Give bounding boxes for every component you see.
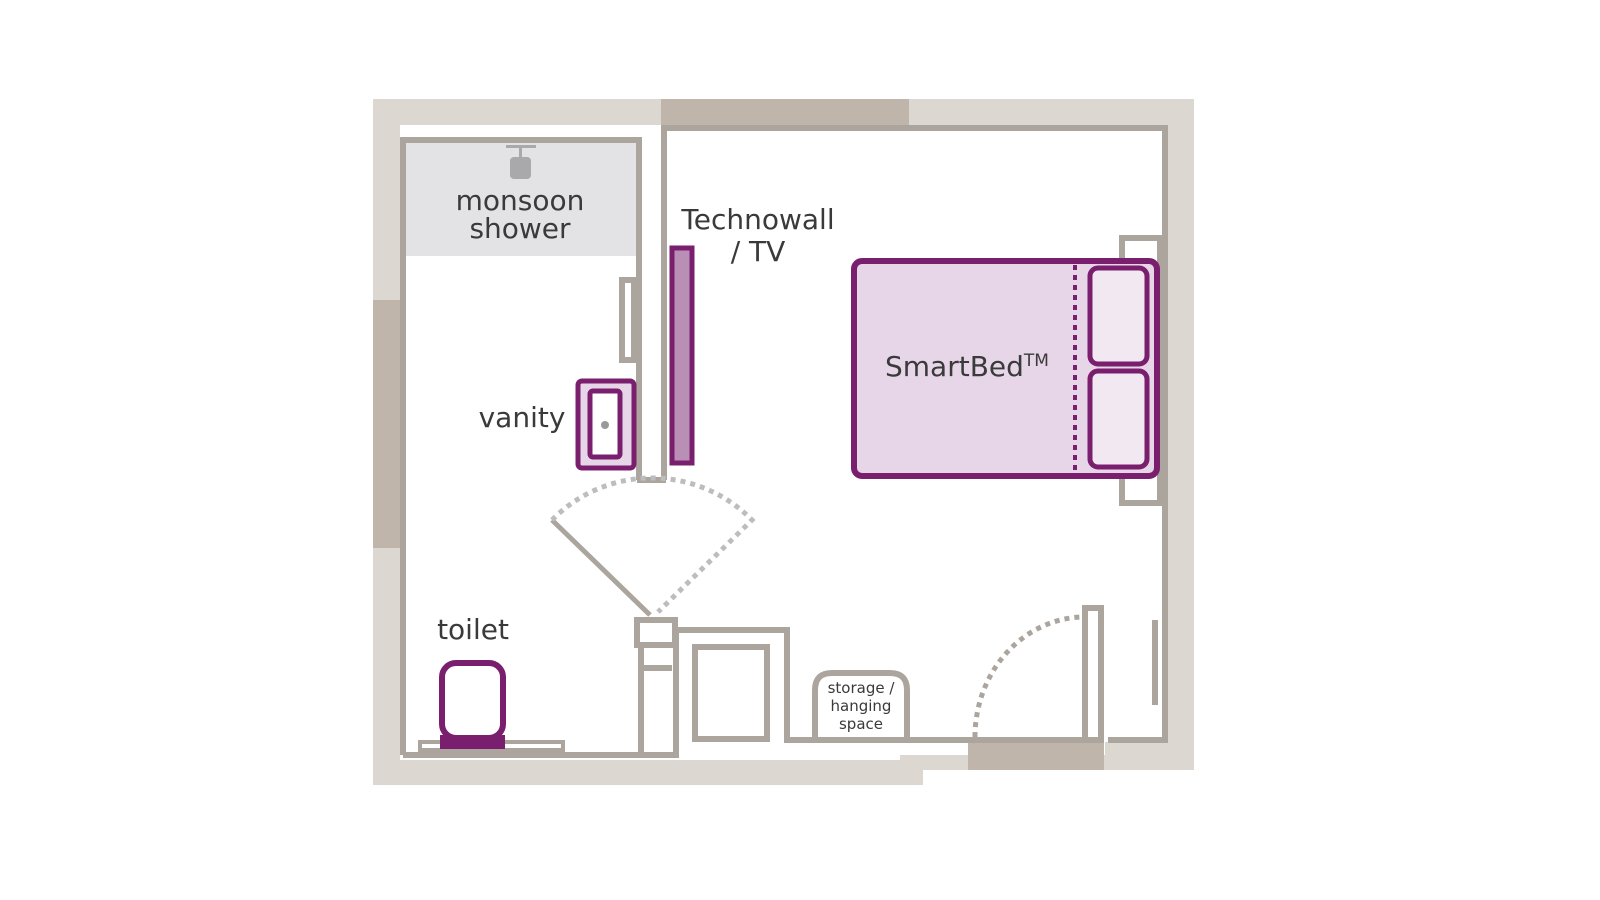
bathroom-door-swing: [550, 475, 756, 614]
shower-head-icon: [506, 145, 536, 179]
smartbed-name: SmartBed: [885, 350, 1024, 383]
wardrobe: [692, 644, 770, 742]
window-left: [373, 300, 401, 548]
bathroom-wall: [400, 137, 642, 755]
toilet-base: [440, 735, 505, 749]
pillow-top: [1087, 265, 1150, 367]
vanity-label: vanity: [479, 401, 566, 434]
shower-label-line2: shower: [469, 212, 571, 245]
pillow-bottom: [1087, 368, 1150, 470]
toilet-label: toilet: [437, 613, 509, 646]
bathroom-door: [550, 518, 652, 617]
technowall-label-line1: Technowall: [680, 203, 834, 236]
entry-door-threshold: [968, 740, 1104, 770]
bathroom-rail: [619, 277, 637, 363]
entry-door-swing: [972, 614, 1083, 738]
smartbed: [851, 258, 1160, 479]
trademark: TM: [1023, 351, 1049, 371]
storage-label-line3: space: [839, 715, 883, 733]
bathroom-bottom-wall: [403, 627, 1100, 758]
bedroom-wall: [661, 125, 1168, 743]
storage-label-line2: hanging: [831, 697, 892, 715]
storage-unit: [812, 670, 910, 740]
entry-door: [1082, 605, 1104, 743]
tap-icon: [601, 421, 609, 429]
shower-label-line1: monsoon: [456, 184, 585, 217]
toilet: [439, 660, 506, 741]
technowall-tv: [669, 245, 695, 466]
smartbed-label: SmartBedTM: [885, 350, 1049, 383]
window-top: [661, 99, 909, 126]
door-jamb-lower: [638, 645, 672, 755]
storage-label-line1: storage /: [828, 679, 896, 697]
door-jamb: [634, 617, 678, 648]
technowall-label-line2: / TV: [731, 235, 786, 268]
